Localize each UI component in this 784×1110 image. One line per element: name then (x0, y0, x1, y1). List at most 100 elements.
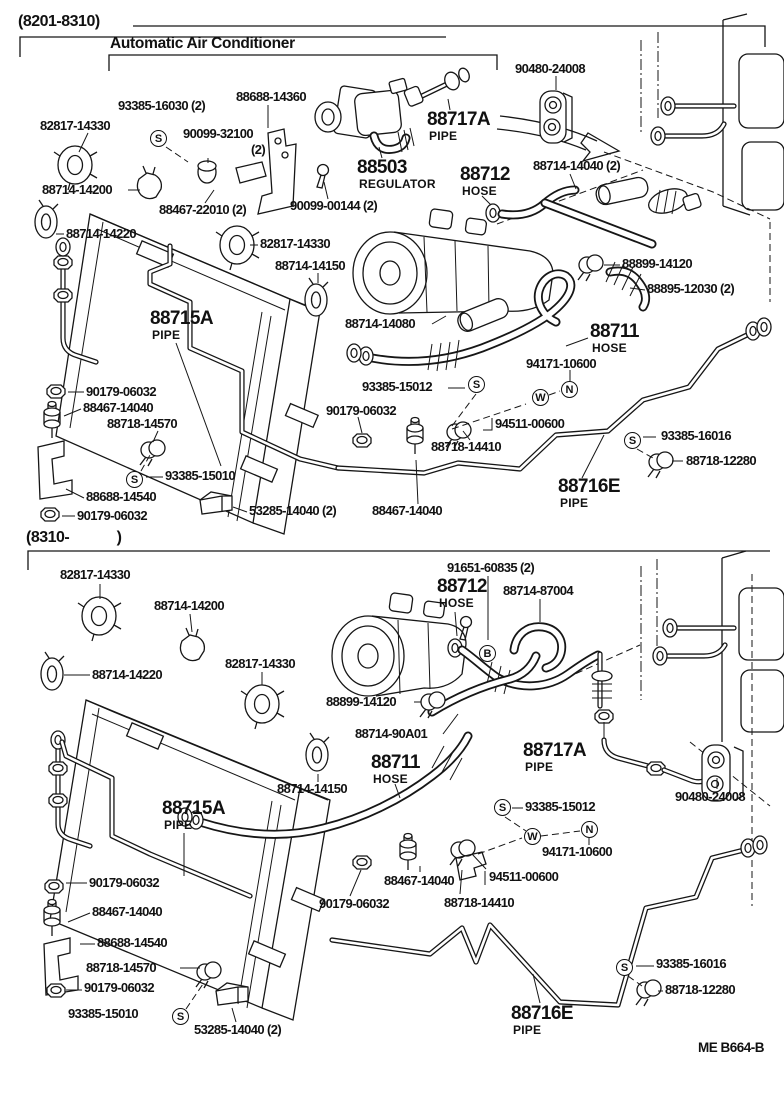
part-number: 88688-14360 (236, 89, 307, 104)
part-label: 90480-24008 (515, 61, 586, 76)
drawing-code: ME B664-B (698, 1040, 765, 1055)
part-label: 93385-15012 (362, 380, 433, 394)
part-number: 88718-14410 (431, 439, 502, 454)
part-number: 93385-16016 (661, 428, 732, 443)
part-type-caption: HOSE (462, 183, 497, 198)
part-label: 82817-14330 (225, 656, 296, 671)
circled-letter-marker: W (524, 828, 541, 845)
circled-letter-marker: B (479, 645, 496, 662)
part-number: 88717A (523, 740, 587, 761)
part-label: 82817-14330 (260, 236, 331, 251)
part-number: 91651-60835 (2) (447, 560, 535, 575)
part-number: 90179-06032 (326, 403, 397, 418)
part-number: 88716E (558, 476, 621, 497)
part-label: 90179-06032 (77, 508, 148, 523)
section2-art (27, 550, 784, 1023)
part-label: 88688-14540 (97, 936, 168, 950)
part-type-caption: HOSE (439, 595, 474, 610)
section1-art (19, 13, 784, 535)
part-number: 88712 (437, 576, 487, 597)
part-label: 82817-14330 (40, 119, 111, 133)
part-number: 88714-14040 (2) (533, 158, 621, 173)
part-number: 88718-12280 (686, 453, 757, 468)
part-label: 93385-16016 (661, 428, 732, 443)
part-label: 90099-32100 (183, 126, 254, 141)
part-number: 90179-06032 (319, 896, 390, 911)
part-number: 88688-14540 (86, 489, 157, 504)
part-label: 93385-15010 (68, 1007, 139, 1021)
part-number: 88714-14150 (275, 258, 346, 273)
part-number: 82817-14330 (60, 567, 131, 582)
circled-letter-marker: S (150, 130, 167, 147)
circled-letter-marker: S (172, 1008, 189, 1025)
part-label: 82817-14330 (60, 567, 131, 582)
part-number: 88718-14570 (107, 416, 178, 431)
part-label: 88467-22010 (2) (159, 202, 247, 217)
part-label: 53285-14040 (2) (194, 1022, 282, 1037)
part-label: 94511-00600 (495, 417, 565, 431)
part-number: 88467-14040 (384, 873, 455, 888)
part-number: 88714-14220 (66, 226, 137, 241)
part-number: 88714-87004 (503, 583, 574, 598)
part-type-caption: PIPE (164, 817, 193, 832)
part-label: 88714-14150 (277, 782, 348, 796)
part-number: 88467-14040 (92, 904, 163, 919)
circled-letter-marker: N (581, 821, 598, 838)
section1-range-label: (8201-8310) (18, 13, 100, 30)
part-label: 88899-14120 (326, 695, 397, 709)
part-label: 90179-06032 (86, 384, 157, 399)
part-number: 88718-12280 (665, 982, 736, 997)
part-number: 88714-14200 (154, 598, 225, 613)
part-number: 94171-10600 (526, 356, 597, 371)
part-label: 88714-14150 (275, 258, 346, 273)
part-label: 90179-06032 (319, 896, 390, 911)
part-number: 90099-32100 (183, 126, 254, 141)
part-label: 88718-14570 (107, 416, 178, 431)
part-label: 93385-15010 (165, 469, 236, 483)
part-number: 88467-22010 (2) (159, 202, 247, 217)
part-number: 82817-14330 (260, 236, 331, 251)
part-type-caption: PIPE (560, 495, 589, 510)
part-type-caption: PIPE (525, 759, 554, 774)
part-number: 90099-00144 (2) (290, 198, 378, 213)
part-number: 90179-06032 (77, 508, 148, 523)
part-label: 94171-10600 (526, 356, 597, 371)
part-number: 88718-14410 (444, 895, 515, 910)
circled-letter-marker: S (468, 376, 485, 393)
part-label: 88688-14360 (236, 89, 307, 104)
part-label: 88714-14200 (154, 598, 225, 613)
part-number: 94511-00600 (489, 869, 559, 884)
part-number: 82817-14330 (225, 656, 296, 671)
part-label: 88467-14040 (83, 401, 154, 415)
part-type-caption: PIPE (152, 327, 181, 342)
part-number: 88503 (357, 157, 407, 178)
part-number: (2) (251, 142, 266, 157)
part-number: 94171-10600 (542, 844, 613, 859)
circled-letter-marker: S (494, 799, 511, 816)
part-label: 90099-00144 (2) (290, 198, 378, 213)
part-number: 90480-24008 (515, 61, 586, 76)
part-number: 90179-06032 (84, 980, 155, 995)
part-number: 53285-14040 (2) (194, 1022, 282, 1037)
circled-letter-marker: S (624, 432, 641, 449)
part-number: 93385-15012 (525, 799, 596, 814)
part-label: 88899-14120 (622, 257, 693, 271)
part-number: 88714-14200 (42, 182, 113, 197)
part-label: 88467-14040 (372, 504, 443, 518)
part-label: 88714-14080 (345, 317, 416, 331)
part-label: 88714-14040 (2) (533, 158, 621, 173)
part-label: 91651-60835 (2) (447, 560, 535, 575)
part-number: 88717A (427, 109, 491, 130)
part-label: 88895-12030 (2) (647, 282, 735, 296)
part-number: 93385-16016 (656, 956, 727, 971)
part-label: 88688-14540 (86, 489, 157, 504)
part-number: 90179-06032 (86, 384, 157, 399)
